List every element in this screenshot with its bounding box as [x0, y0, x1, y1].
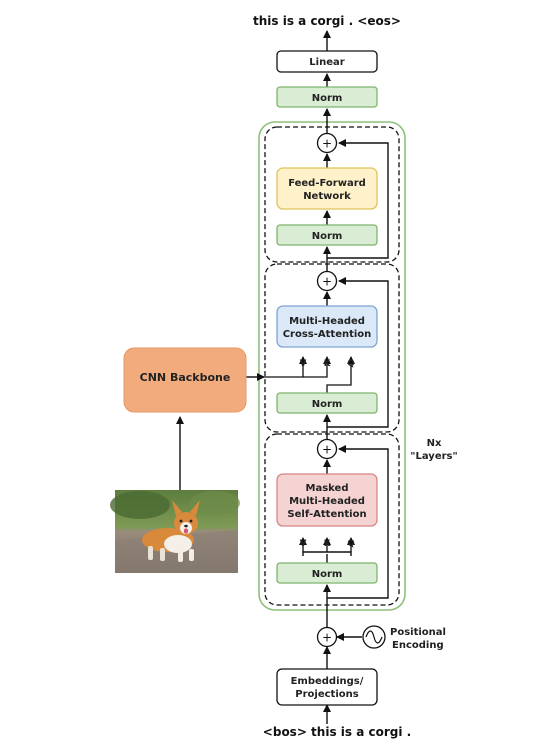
positional-label-line2: Encoding: [392, 640, 444, 651]
cross-q-label: Q: [347, 359, 354, 369]
embed-label-line2: Projections: [295, 689, 358, 700]
positional-label-line1: Positional: [390, 627, 446, 638]
decoder-layers-container: [258, 121, 406, 611]
masked-self-attention-block: [276, 473, 378, 527]
cross-v-label: V: [300, 359, 307, 369]
cross-label-line2: Cross-Attention: [283, 329, 372, 340]
nx-label-line1: Nx: [427, 438, 442, 449]
self-label-line2: Multi-Headed: [289, 496, 365, 507]
norm-self-block: [276, 562, 378, 584]
ffn-sublayer-frame: [264, 126, 400, 263]
add-node-positional: +: [316, 626, 338, 648]
plus-symbol: +: [322, 275, 332, 289]
cross-label-line1: Multi-Headed: [289, 316, 365, 327]
self-k-label: K: [324, 539, 331, 549]
norm-self-label: Norm: [312, 569, 343, 580]
linear-label: Linear: [309, 57, 344, 68]
embed-label-line1: Embeddings/: [291, 676, 364, 687]
ffn-label-line2: Network: [303, 191, 351, 202]
nx-label-line2: "Layers": [410, 451, 457, 462]
cnn-backbone-block: [123, 347, 247, 413]
corgi-photo: [110, 490, 240, 573]
norm-ffn-block: [276, 224, 378, 246]
output-text: this is a corgi . <eos>: [253, 14, 401, 28]
plus-symbol: +: [322, 631, 332, 645]
plus-symbol: +: [322, 443, 332, 457]
input-text: <bos> this is a corgi .: [263, 725, 411, 739]
cross-attention-block: [276, 305, 378, 348]
embeddings-block: [276, 668, 378, 706]
add-node-ffn: +: [316, 132, 338, 154]
norm-top-block: [276, 86, 378, 108]
self-label-line1: Masked: [306, 483, 349, 494]
add-node-cross: +: [316, 270, 338, 292]
linear-block: [276, 50, 378, 73]
cnn-backbone-label: CNN Backbone: [140, 371, 231, 384]
ffn-label-line1: Feed-Forward: [288, 178, 366, 189]
self-v-label: V: [300, 539, 307, 549]
norm-ffn-label: Norm: [312, 231, 343, 242]
self-attention-sublayer-frame: [264, 433, 400, 606]
norm-cross-block: [276, 392, 378, 414]
cross-attention-sublayer-frame: [264, 263, 400, 433]
plus-symbol: +: [322, 137, 332, 151]
norm-top-label: Norm: [312, 93, 343, 104]
feed-forward-block: [276, 167, 378, 210]
add-node-self: +: [316, 438, 338, 460]
self-label-line3: Self-Attention: [287, 509, 366, 520]
self-q-label: Q: [347, 539, 354, 549]
sine-wave-icon: [362, 625, 386, 649]
norm-cross-label: Norm: [312, 399, 343, 410]
cross-k-label: K: [324, 359, 331, 369]
